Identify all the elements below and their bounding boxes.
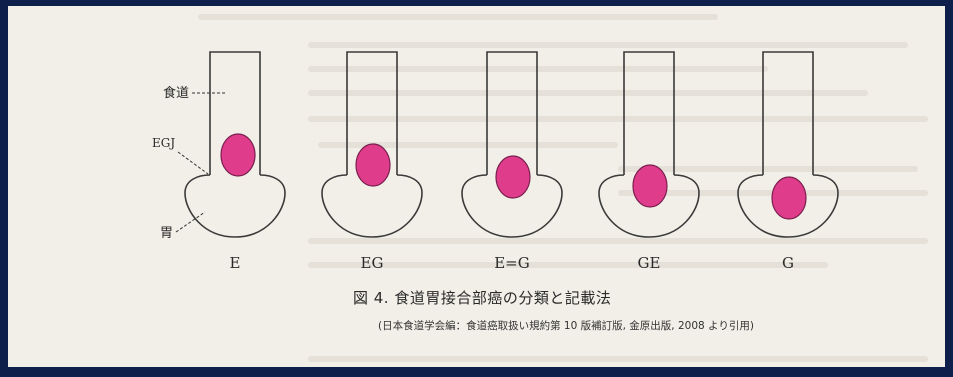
bleed-through-text (198, 14, 718, 20)
label-egj: EGJ (152, 136, 175, 150)
diagram-1: E (184, 51, 286, 272)
stomach-outline (461, 174, 563, 238)
label-stomach: 胃 (160, 226, 173, 241)
diagram-5: G (737, 51, 839, 272)
tumor-marker (220, 133, 256, 177)
diagram-type-label: G (782, 254, 794, 272)
tumor-marker (355, 143, 391, 187)
diagram-type-label: EG (361, 254, 384, 272)
tumor-marker (632, 164, 668, 208)
label-esophagus: 食道 (163, 85, 189, 101)
diagram-2: EG (321, 51, 423, 272)
diagram-4: GE (598, 51, 700, 272)
stomach-outline (321, 174, 423, 238)
stomach-outline (184, 174, 286, 238)
esophagus-tube (209, 51, 261, 175)
bleed-through-text (308, 42, 908, 48)
esophagus-tube (762, 51, 814, 175)
leader-egj (177, 151, 209, 175)
diagram-3: E=G (461, 51, 563, 272)
stomach-outline (737, 174, 839, 238)
bleed-through-text (308, 262, 828, 268)
esophagus-tube (346, 51, 398, 175)
leader-stomach (175, 211, 206, 233)
bleed-through-text (308, 116, 928, 122)
diagram-type-label: E=G (494, 254, 530, 272)
tumor-marker (495, 155, 531, 199)
diagram-type-label: GE (638, 254, 661, 272)
bleed-through-text (308, 90, 868, 96)
tumor-marker (771, 176, 807, 220)
diagram-type-label: E (230, 254, 241, 272)
stomach-outline (598, 174, 700, 238)
figure-source: (日本食道学会編：食道癌取扱い規約第 10 版補訂版, 金原出版, 2008 よ… (378, 320, 754, 332)
bleed-through-text (308, 238, 928, 244)
bleed-through-text (308, 356, 928, 362)
esophagus-tube (623, 51, 675, 175)
bleed-through-text (308, 66, 768, 72)
bleed-through-text (618, 166, 918, 172)
bleed-through-text (318, 142, 618, 148)
esophagus-tube (486, 51, 538, 175)
figure-caption: 図 4. 食道胃接合部癌の分類と記載法 (353, 289, 612, 307)
